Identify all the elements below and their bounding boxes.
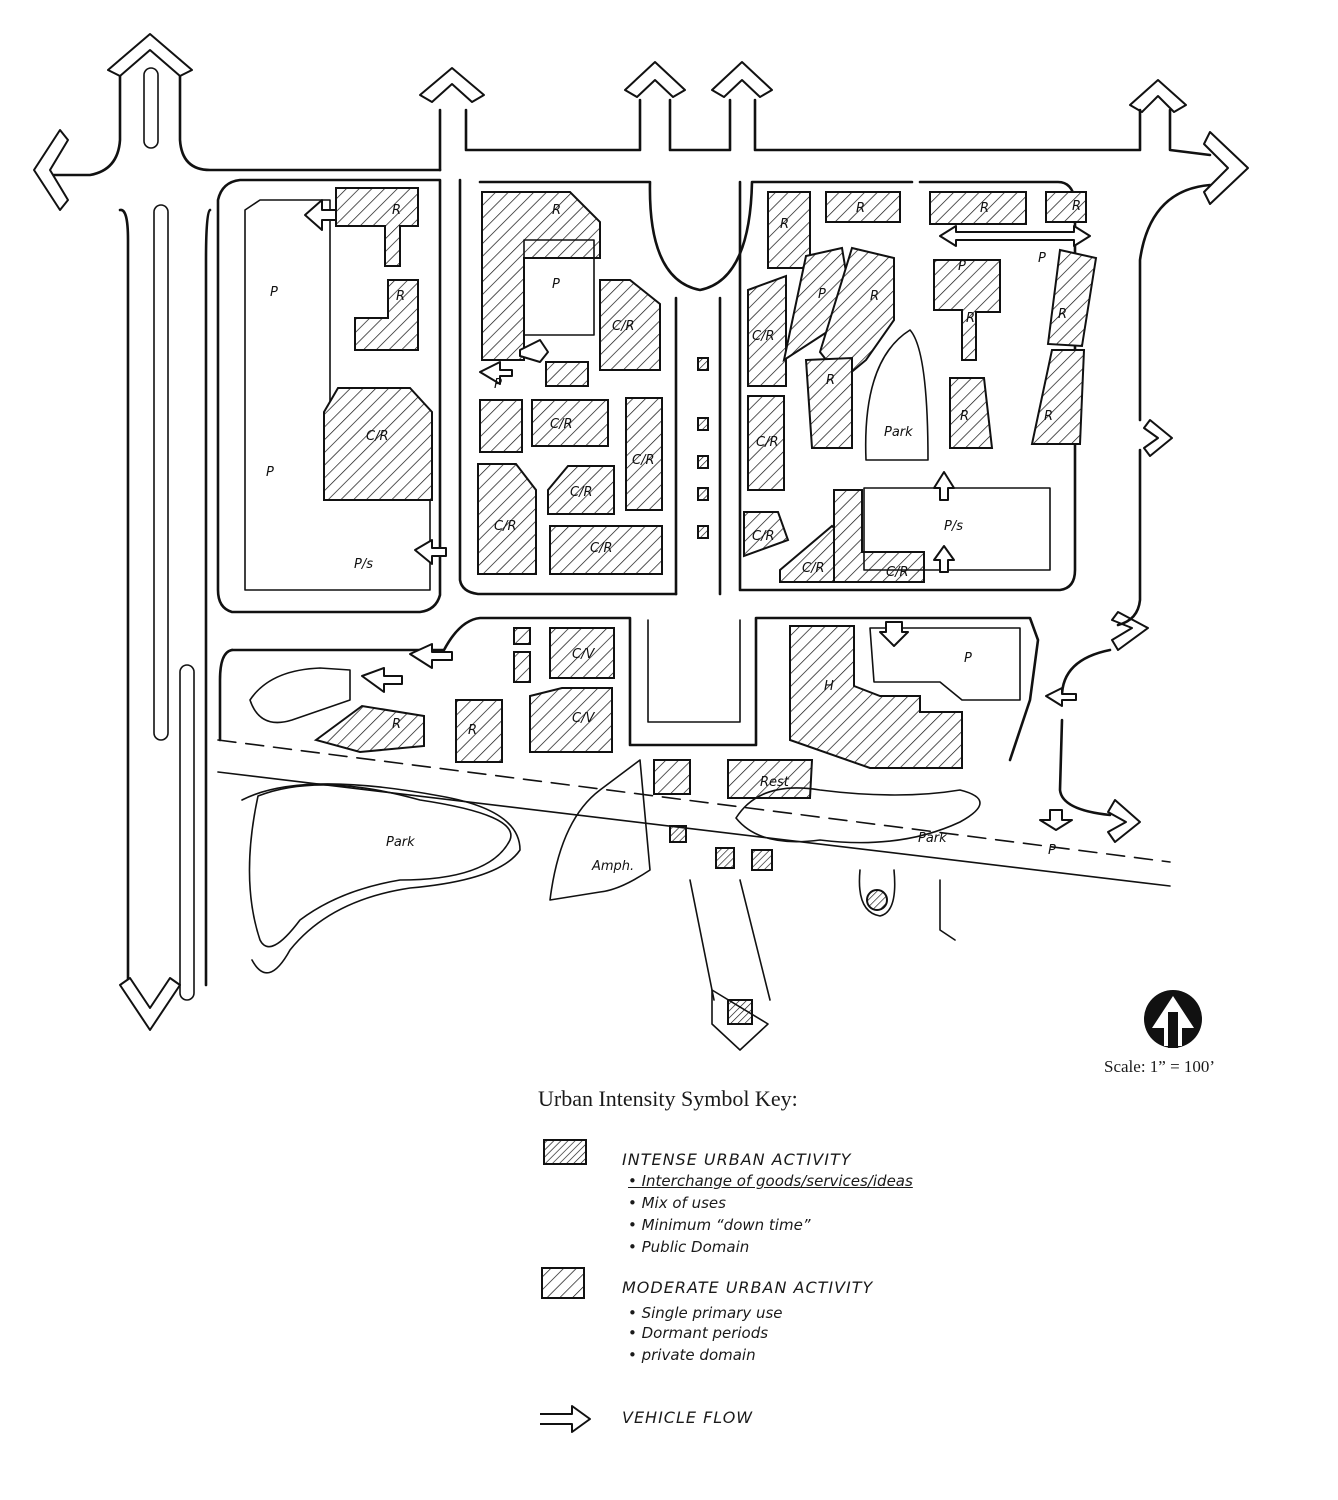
label-cr-4: C/R — [632, 453, 655, 468]
label-cr-5: C/R — [570, 485, 593, 500]
legend-moderate-item: • Dormant periods — [628, 1324, 769, 1342]
label-parking-7: P — [964, 651, 972, 666]
label-res-1: R — [392, 203, 401, 218]
label-cr-10: C/R — [752, 529, 775, 544]
vehicle-flow-arrows — [304, 199, 1091, 831]
vehicle-flow-arrow-icon — [540, 1405, 591, 1433]
label-res-8: R — [870, 289, 879, 304]
label-restaurant: Rest — [760, 775, 790, 790]
label-res-11: R — [1058, 307, 1067, 322]
label-parking-8: P — [1048, 843, 1056, 858]
legend-intense-item: • Minimum “down time” — [628, 1216, 811, 1234]
label-cr-7: C/R — [590, 541, 613, 556]
west-boulevard — [38, 58, 442, 1001]
legend-title: Urban Intensity Symbol Key: — [538, 1086, 798, 1111]
label-res-10: R — [966, 311, 975, 326]
label-parking-1: P — [270, 285, 278, 300]
legend-intense-item: • Mix of uses — [628, 1194, 726, 1212]
label-cr-3: C/R — [550, 417, 573, 432]
label-res-7: R — [1072, 199, 1081, 214]
intense-hatch-swatch — [543, 1139, 587, 1165]
label-cv-2: C/V — [572, 711, 595, 726]
label-hotel: H — [824, 679, 834, 694]
block-south — [218, 616, 1040, 1051]
label-cr-9: C/R — [756, 435, 779, 450]
label-res-2: R — [396, 289, 405, 304]
label-res-14: R — [392, 717, 401, 732]
label-res-5: R — [856, 201, 865, 216]
label-res-4: R — [780, 217, 789, 232]
label-cr-12: C/R — [886, 565, 909, 580]
north-arrow-icon — [1144, 990, 1202, 1048]
label-park-2: Park — [386, 835, 415, 850]
road-arrows — [33, 33, 1249, 1031]
label-res-3: R — [552, 203, 561, 218]
label-parking-3: P — [552, 277, 560, 292]
legend-vehicle-flow: VEHICLE FLOW — [622, 1408, 754, 1427]
label-cr-6: C/R — [494, 519, 517, 534]
label-amphitheater: Amph. — [591, 859, 634, 874]
label-parking-structure-1: P/s — [354, 557, 373, 572]
label-parking-9: P — [494, 377, 502, 392]
block-west — [216, 178, 442, 614]
parks-and-riverbank — [241, 759, 981, 1001]
label-cr-11: C/R — [802, 561, 825, 576]
label-park-3: Park — [918, 831, 947, 846]
label-res-12: R — [960, 409, 969, 424]
label-parking-5: P — [958, 259, 966, 274]
plan-labels: P P P P P P P P P P/s P/s R R R R R R R … — [266, 199, 1081, 874]
legend-moderate-heading: MODERATE URBAN ACTIVITY — [622, 1278, 874, 1297]
label-res-6: R — [980, 201, 989, 216]
legend-moderate-item: • private domain — [628, 1346, 756, 1364]
map-scale: Scale: 1” = 100’ — [1104, 1057, 1216, 1076]
label-cr-1: C/R — [366, 429, 389, 444]
label-park-1: Park — [884, 425, 913, 440]
label-res-15: R — [468, 723, 477, 738]
block-center-east — [738, 180, 1098, 592]
label-parking-structure-2: P/s — [944, 519, 963, 534]
label-res-13: R — [1044, 409, 1053, 424]
legend-intense-item: • Public Domain — [628, 1238, 750, 1256]
label-parking-2: P — [266, 465, 274, 480]
label-res-9: R — [826, 373, 835, 388]
legend-moderate-item: • Single primary use — [628, 1304, 783, 1322]
label-parking-6: P — [1038, 251, 1046, 266]
block-center-north — [458, 178, 914, 596]
legend-intense-item: • Interchange of goods/services/ideas — [628, 1172, 913, 1190]
moderate-hatch-swatch — [541, 1267, 585, 1299]
label-cr-8: C/R — [752, 329, 775, 344]
label-parking-4: P — [818, 287, 826, 302]
legend-intense-heading: INTENSE URBAN ACTIVITY — [622, 1150, 852, 1169]
site-plan-map: P P P P P P P P P P/s P/s R R R R R R R … — [33, 33, 1249, 1051]
label-cv-1: C/V — [572, 647, 595, 662]
label-cr-2: C/R — [612, 319, 635, 334]
